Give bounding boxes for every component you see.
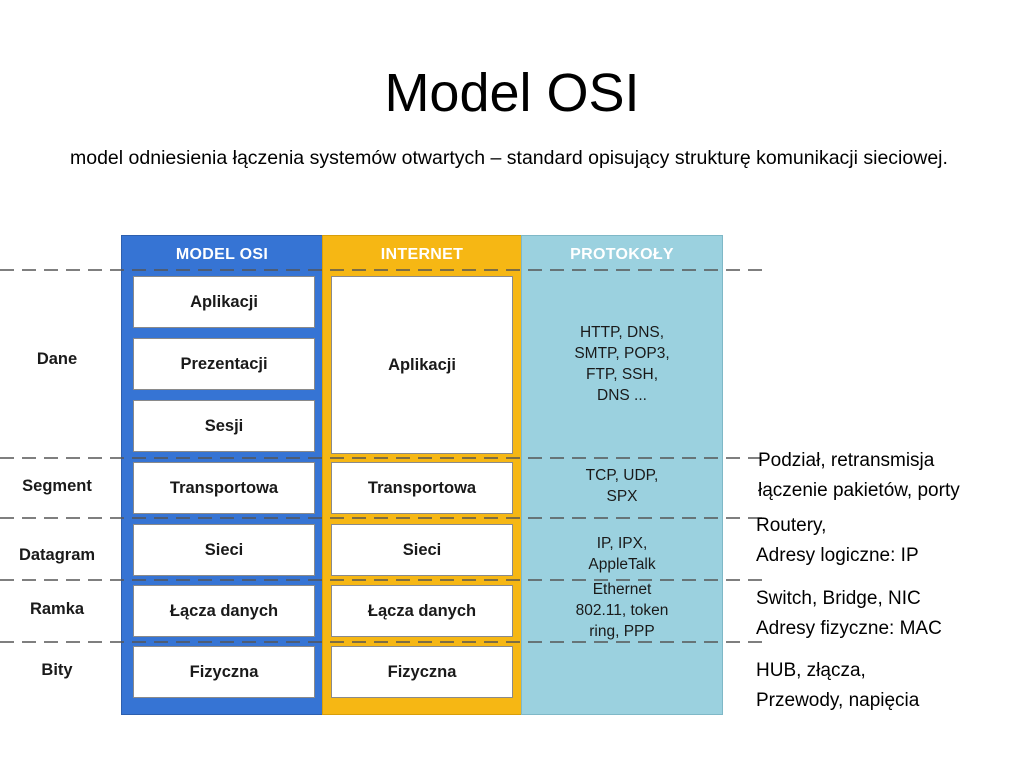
protocols-application: HTTP, DNS, SMTP, POP3, FTP, SSH, DNS ... bbox=[522, 322, 722, 406]
note-line: Adresy fizyczne: MAC bbox=[756, 618, 942, 639]
protocol-line: AppleTalk bbox=[588, 556, 656, 573]
internet-column-header: INTERNET bbox=[380, 246, 464, 263]
osi-layer-physical: Fizyczna bbox=[133, 646, 315, 698]
note-physical: HUB, złącza, Przewody, napięcia bbox=[756, 656, 919, 716]
note-line: Switch, Bridge, NIC bbox=[756, 588, 921, 609]
note-line: HUB, złącza, bbox=[756, 660, 866, 681]
protocols-datalink: Ethernet 802.11, token ring, PPP bbox=[522, 579, 722, 642]
unit-label-data: Dane bbox=[36, 350, 78, 368]
osi-layer-transport: Transportowa bbox=[133, 462, 315, 514]
osi-layer-session: Sesji bbox=[133, 400, 315, 452]
slide-subtitle: model odniesienia łączenia systemów otwa… bbox=[70, 147, 948, 169]
unit-label-segment: Segment bbox=[22, 477, 92, 495]
protocols-column-header: PROTOKOŁY bbox=[570, 246, 674, 263]
note-transport: Podział, retransmisja łączenie pakietów,… bbox=[758, 446, 960, 506]
protocols-transport: TCP, UDP, SPX bbox=[522, 465, 722, 507]
protocol-line: HTTP, DNS, bbox=[579, 324, 665, 341]
slide-title: Model OSI bbox=[384, 63, 640, 123]
protocol-line: DNS ... bbox=[597, 387, 647, 404]
protocol-line: SPX bbox=[606, 488, 638, 505]
osi-layer-datalink: Łącza danych bbox=[133, 585, 315, 637]
internet-layer-physical: Fizyczna bbox=[331, 646, 513, 698]
protocol-line: 802.11, token bbox=[575, 602, 669, 619]
note-line: Podział, retransmisja bbox=[758, 450, 935, 471]
protocols-network: IP, IPX, AppleTalk bbox=[522, 533, 722, 575]
unit-label-bits: Bity bbox=[41, 661, 73, 679]
note-line: łączenie pakietów, porty bbox=[758, 480, 960, 501]
protocol-line: FTP, SSH, bbox=[585, 366, 659, 383]
protocol-line: TCP, UDP, bbox=[585, 467, 659, 484]
osi-layer-application: Aplikacji bbox=[133, 276, 315, 328]
note-datalink: Switch, Bridge, NIC Adresy fizyczne: MAC bbox=[756, 584, 942, 644]
internet-layer-network: Sieci bbox=[331, 524, 513, 576]
osi-column-header: MODEL OSI bbox=[175, 246, 269, 263]
protocol-line: ring, PPP bbox=[589, 623, 655, 640]
note-line: Adresy logiczne: IP bbox=[756, 545, 919, 566]
note-network: Routery, Adresy logiczne: IP bbox=[756, 511, 919, 571]
osi-layer-network: Sieci bbox=[133, 524, 315, 576]
unit-label-frame: Ramka bbox=[29, 600, 85, 618]
protocol-line: Ethernet bbox=[592, 581, 652, 598]
protocol-line: IP, IPX, bbox=[596, 535, 648, 552]
protocol-line: SMTP, POP3, bbox=[574, 345, 670, 362]
unit-label-datagram: Datagram bbox=[18, 546, 96, 564]
protocols-column bbox=[521, 235, 723, 715]
note-line: Przewody, napięcia bbox=[756, 690, 920, 711]
internet-layer-datalink: Łącza danych bbox=[331, 585, 513, 637]
osi-layer-presentation: Prezentacji bbox=[133, 338, 315, 390]
internet-layer-transport: Transportowa bbox=[331, 462, 513, 514]
note-line: Routery, bbox=[756, 515, 827, 536]
internet-layer-application: Aplikacji bbox=[331, 276, 513, 454]
